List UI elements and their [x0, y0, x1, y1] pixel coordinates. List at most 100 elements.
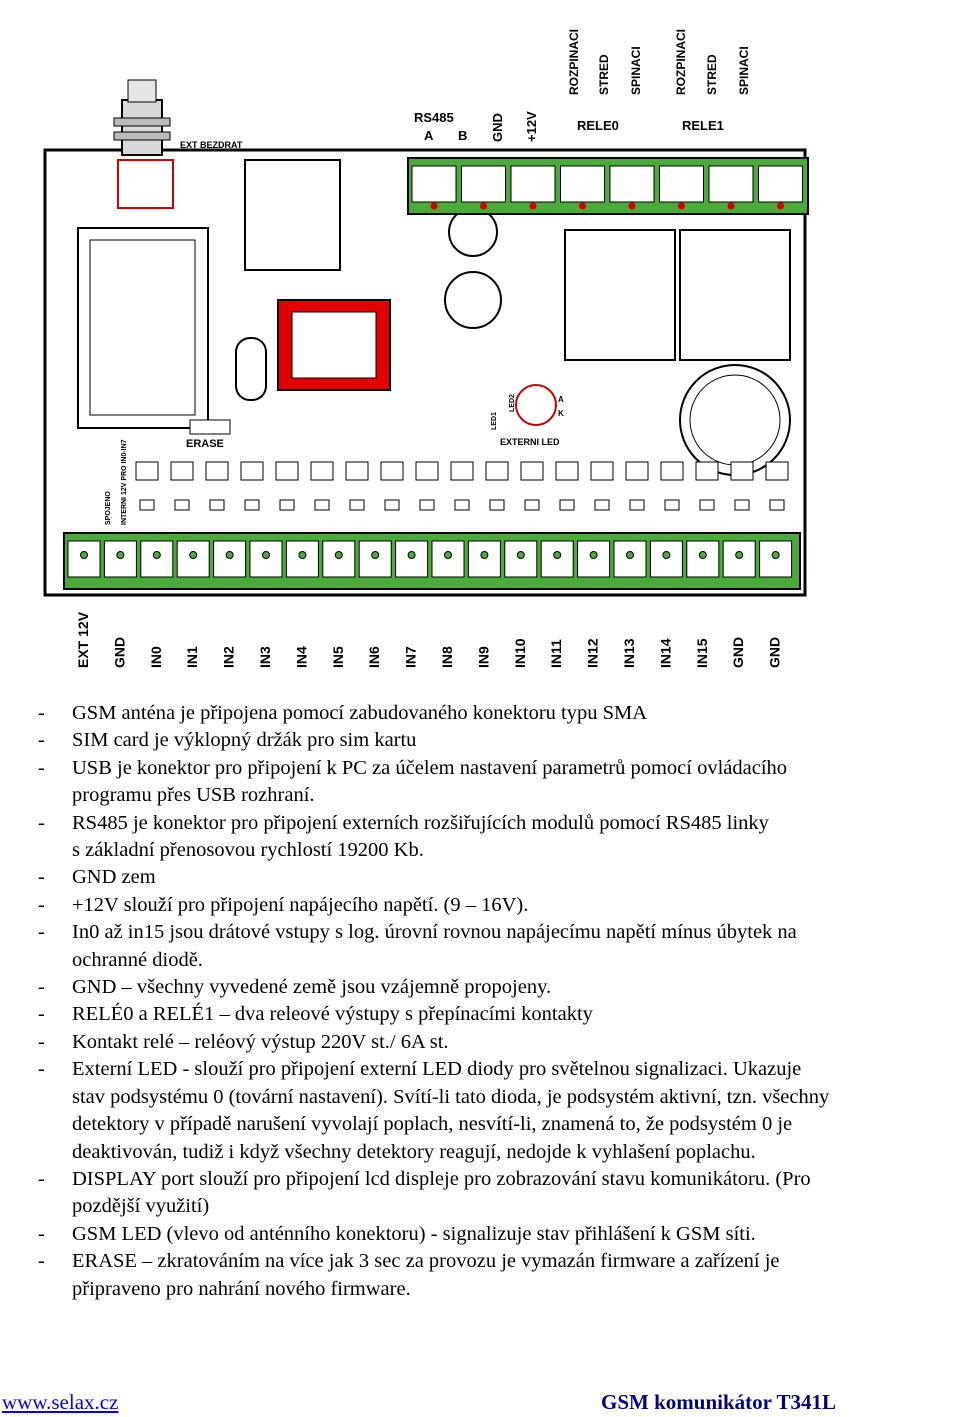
note-item: - Externí LED - slouží pro připojení exte…	[34, 1056, 954, 1166]
input-led-pad	[555, 461, 579, 481]
bottom-terminal-pin	[480, 551, 489, 559]
top-terminal-pin	[529, 202, 537, 210]
note-item: -USB je konektor pro připojení k PC za ú…	[34, 755, 954, 810]
led-anode-label: A	[558, 395, 564, 404]
crystal	[235, 337, 267, 401]
bottom-terminal-pin	[152, 551, 161, 559]
top-terminal-slot	[510, 165, 556, 203]
note-line: GND zem	[72, 866, 156, 889]
note-dash: -	[38, 811, 45, 834]
bottom-terminal-pin	[662, 551, 671, 559]
erase-label: ERASE	[186, 438, 224, 450]
led1-label: LED1	[491, 412, 498, 430]
note-line: GND – všechny vyvedené země jsou vzájemn…	[72, 976, 552, 999]
input-led-pad	[205, 461, 229, 481]
note-dash: -	[38, 1030, 45, 1053]
pin-label: IN2	[221, 646, 237, 668]
bottom-terminal-pin	[407, 551, 416, 559]
input-resistor	[734, 499, 750, 511]
bottom-terminal-pin	[626, 551, 634, 559]
rs485-b-label: B	[458, 128, 467, 143]
note-dash: -	[38, 729, 45, 752]
input-led-pad	[135, 461, 159, 481]
input-led-pad	[240, 461, 264, 481]
pin-label: EXT 12V	[75, 611, 91, 668]
note-dash: -	[38, 1058, 45, 1081]
led2-label: LED2	[509, 394, 516, 412]
input-resistor	[174, 499, 190, 511]
pin-label: IN0	[148, 646, 164, 668]
external-led-label: EXTERNI LED	[500, 437, 560, 447]
note-item: - Kontakt relé – reléový výstup 220V st./…	[34, 1029, 954, 1056]
pin-label: GND	[730, 637, 746, 668]
top-terminal-pin	[777, 202, 784, 210]
top-terminal-pin	[727, 202, 735, 210]
note-line: +12V slouží pro připojení napájecího nap…	[72, 893, 529, 916]
bottom-terminal-pin	[189, 551, 198, 559]
note-line: stav podsystému 0 (tovární nastavení). S…	[72, 1085, 830, 1108]
rele0-rozpinaci-label: ROZPINACI	[567, 29, 581, 95]
input-resistor	[139, 499, 155, 511]
note-line: RS485 je konektor pro připojení externíc…	[72, 811, 769, 834]
note-line: Kontakt relé – reléový výstup 220V st./ …	[72, 1030, 449, 1053]
external-led-pads-highlight	[515, 384, 557, 426]
input-resistor	[279, 499, 295, 511]
notes-list: - GSM anténa je připojena pomocí zabudova…	[34, 700, 954, 1303]
sim-card-holder	[77, 227, 209, 429]
footer-product-title: GSM komunikátor T341L	[601, 1390, 836, 1414]
input-led-pad	[415, 461, 439, 481]
pin-label: IN5	[330, 646, 346, 668]
note-item: -RELÉ0 a RELÉ1 – dva releové výstupy s p…	[34, 1001, 954, 1028]
note-dash: -	[38, 1167, 45, 1190]
pin-label: GND	[111, 637, 127, 668]
note-line: Externí LED - slouží pro připojení exter…	[72, 1058, 802, 1081]
pcb-board-outline	[43, 148, 807, 597]
note-dash: -	[38, 976, 45, 999]
top-terminal-pin	[579, 202, 586, 210]
input-resistor	[629, 499, 645, 511]
bottom-terminal-pin	[334, 551, 343, 559]
rele1-rozpinaci-label: ROZPINACI	[674, 29, 688, 95]
pin-label: IN10	[512, 638, 528, 668]
input-led-pad	[380, 461, 404, 481]
top-terminal-slot	[461, 165, 506, 203]
spojeno-label: SPOJENO	[105, 491, 112, 525]
note-line: ochranné diodě.	[72, 948, 203, 971]
pin-label: IN3	[257, 646, 273, 668]
capacitor	[444, 271, 502, 329]
plus12v-top-label: +12V	[524, 111, 539, 142]
top-terminal-slot	[609, 165, 655, 203]
erase-jumper	[189, 419, 231, 435]
led-cathode-label: K	[558, 409, 564, 418]
top-terminal-pin	[678, 202, 685, 210]
note-item: -GSM anténa je připojena pomocí zabudova…	[34, 700, 954, 727]
note-line: GSM anténa je připojena pomocí zabudovan…	[72, 702, 648, 724]
bottom-terminal-pin	[371, 551, 380, 559]
note-item: -DISPLAY port slouží pro připojení lcd d…	[34, 1166, 954, 1221]
input-resistor	[454, 499, 470, 511]
note-line: In0 až in15 jsou drátové vstupy s log. ú…	[72, 921, 797, 944]
rele0-label: RELE0	[577, 118, 619, 133]
top-terminal-slot	[411, 165, 457, 203]
footer-website-link[interactable]: www.selax.cz	[2, 1390, 119, 1414]
sma-antenna-connector	[113, 79, 171, 156]
input-resistor	[349, 499, 365, 511]
top-terminal-pin	[628, 202, 636, 210]
note-dash: -	[38, 893, 45, 916]
pin-label: IN1	[184, 646, 200, 668]
bottom-terminal-pin	[116, 551, 125, 559]
note-item: -ERASE – zkratováním na více jak 3 sec z…	[34, 1248, 954, 1303]
top-terminal-pin	[480, 202, 487, 210]
note-dash: -	[38, 1003, 45, 1026]
note-dash: -	[38, 756, 45, 779]
note-dash: -	[38, 1250, 45, 1273]
input-led-pad	[625, 461, 649, 481]
ext-bezdrat-label: EXT BEZDRAT	[180, 140, 243, 150]
pin-label: IN7	[403, 646, 419, 668]
interni-label: INTERNI 12V PRO IN0-IN7	[121, 439, 128, 525]
input-led-pad	[170, 461, 194, 481]
bottom-terminal-slot	[649, 540, 683, 578]
pin-label: IN6	[366, 646, 382, 668]
note-dash: -	[38, 866, 45, 889]
relay-1	[679, 229, 791, 361]
